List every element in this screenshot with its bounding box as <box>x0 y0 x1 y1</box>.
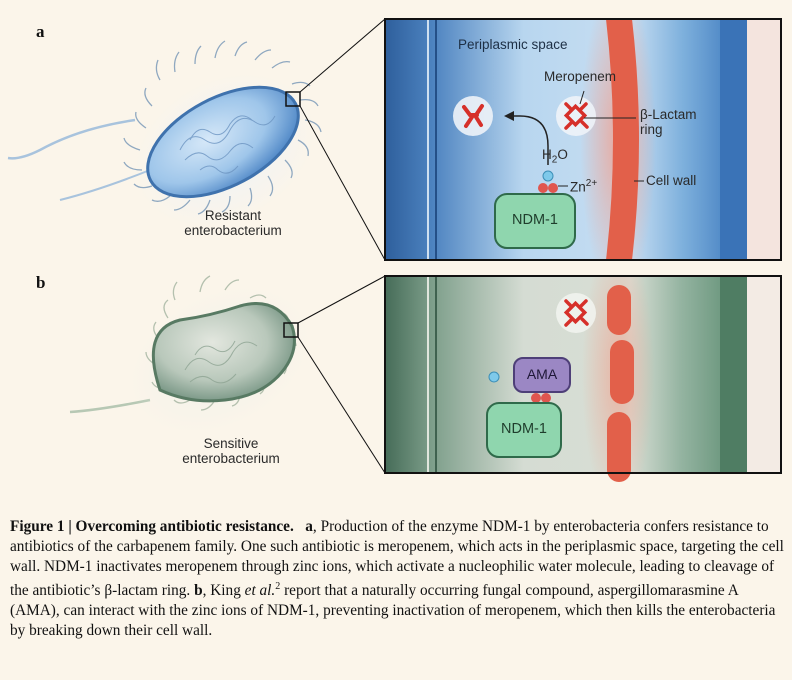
ndm1-enzyme-a <box>494 193 576 249</box>
caption-b-text-1: , King <box>202 582 245 600</box>
periplasm-zoom-a <box>384 18 782 261</box>
zinc-label-symbol: Zn <box>570 179 586 195</box>
caption-title: Figure 1 | Overcoming antibiotic resista… <box>10 518 294 535</box>
ndm1-label-b: NDM-1 <box>501 421 547 437</box>
broken-cell-wall <box>607 285 634 482</box>
cell-wall-label: Cell wall <box>646 173 697 188</box>
ama-label: AMA <box>526 366 558 382</box>
zinc-label-charge: 2+ <box>585 178 598 189</box>
panel-a-letter: a <box>36 22 45 41</box>
beta-lactam-label: β-Lactam ring <box>640 107 697 138</box>
water-label-sub: 2 <box>551 154 558 166</box>
figure-artwork <box>7 18 782 482</box>
water-molecule-a <box>542 170 554 182</box>
water-label: H2O <box>542 147 568 166</box>
ndm1-enzyme-b <box>486 402 562 458</box>
caption-ref: 2 <box>275 581 281 592</box>
reaction-arrow <box>504 111 549 165</box>
resistant-bacterium <box>7 18 386 261</box>
caption-b-text-2: report that a naturally occurring fungal… <box>10 582 776 640</box>
meropenem-molecule-b <box>556 293 596 333</box>
sensitive-bacterium-label: Sensitive enterobacterium <box>176 436 286 467</box>
periplasm-zoom-b <box>384 275 782 482</box>
figure-caption: Figure 1 | Overcoming antibiotic resista… <box>10 517 786 641</box>
beta-lactam-line1: β-Lactam <box>640 107 697 122</box>
beta-lactam-line2: ring <box>640 121 663 137</box>
cleaved-meropenem <box>453 96 493 136</box>
ama-inhibitor <box>513 357 571 393</box>
caption-a-letter: a <box>305 518 313 535</box>
caption-a-text: , Production of the enzyme NDM-1 by ente… <box>10 518 784 600</box>
ndm1-label-a: NDM-1 <box>512 212 558 228</box>
caption-b-letter: b <box>194 582 203 600</box>
zinc-ions-a <box>538 183 568 193</box>
meropenem-label: Meropenem <box>544 69 617 84</box>
caption-b-italic: et al. <box>244 582 276 600</box>
water-molecule-b <box>488 371 500 383</box>
cell-wall-a <box>606 19 639 260</box>
water-label-o: O <box>557 147 568 162</box>
resistant-bacterium-label: Resistant enterobacterium <box>183 208 283 239</box>
resistant-label-line1: Resistant <box>204 208 262 223</box>
sensitive-label-line1: Sensitive <box>203 436 259 451</box>
resistant-label-line2: enterobacterium <box>184 222 282 238</box>
zinc-ions-b <box>531 393 551 403</box>
periplasmic-space-label: Periplasmic space <box>458 37 568 52</box>
water-label-h: H <box>542 147 552 162</box>
panel-b-letter: b <box>36 273 46 292</box>
meropenem-molecule <box>556 90 636 136</box>
zinc-label: Zn2+ <box>570 178 597 195</box>
sensitive-bacterium <box>69 275 386 474</box>
sensitive-label-line2: enterobacterium <box>182 450 280 466</box>
